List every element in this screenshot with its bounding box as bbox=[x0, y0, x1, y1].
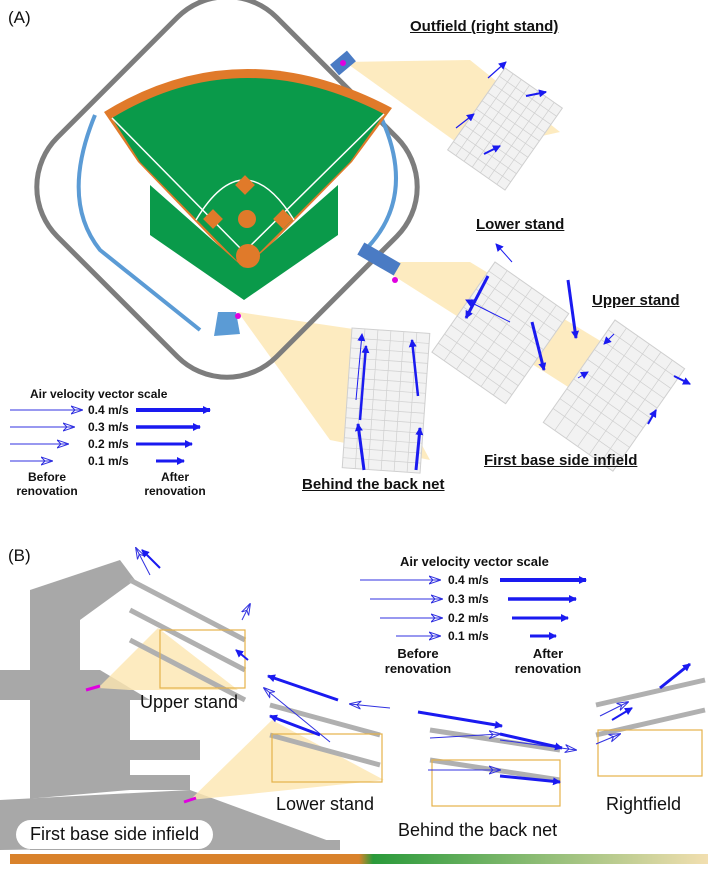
label-first-base-b: First base side infield bbox=[16, 820, 214, 849]
label-lower-stand-a: Lower stand bbox=[476, 216, 565, 233]
vector-b-upper-1 bbox=[136, 548, 151, 576]
cone-b-lower bbox=[190, 720, 384, 800]
outer-ring bbox=[34, 0, 420, 380]
vector-upper-1 bbox=[577, 371, 589, 380]
marker-back-net bbox=[235, 313, 241, 319]
scale-b-value-0: 0.4 m/s bbox=[448, 573, 489, 587]
seat-profile-rightfield bbox=[595, 677, 706, 777]
vector-back-2 bbox=[358, 345, 370, 421]
scale-a-value-3: 0.1 m/s bbox=[88, 454, 129, 468]
scale-a-value-1: 0.3 m/s bbox=[88, 420, 129, 434]
vector-back-3 bbox=[408, 339, 420, 397]
marker-outfield bbox=[340, 60, 346, 66]
marker-b-upper bbox=[85, 684, 101, 692]
vector-lower-1 bbox=[495, 243, 513, 263]
scale-a-after: After renovation bbox=[144, 470, 206, 498]
vector-upper-2 bbox=[603, 333, 615, 345]
vector-b-lower-4 bbox=[350, 704, 391, 708]
vector-b-back-2 bbox=[417, 710, 503, 729]
label-upper-stand-a: Upper stand bbox=[592, 292, 680, 309]
scale-a-title: Air velocity vector scale bbox=[30, 387, 168, 401]
first-base bbox=[273, 209, 293, 229]
vector-b-upper-4 bbox=[235, 649, 249, 661]
scale-b-title: Air velocity vector scale bbox=[400, 554, 549, 569]
scale-b-before: Before renovation bbox=[384, 646, 452, 676]
stand-silhouette bbox=[15, 560, 340, 850]
label-back-net-a: Behind the back net bbox=[302, 476, 445, 493]
vector-b-back-4 bbox=[499, 732, 563, 751]
scale-b-arrows bbox=[360, 580, 587, 636]
stand-section bbox=[0, 560, 708, 864]
label-first-base-a: First base side infield bbox=[484, 452, 638, 469]
seat-profile-upper bbox=[128, 577, 247, 703]
panel-label-b: (B) bbox=[8, 546, 31, 565]
scale-a-arrows bbox=[10, 410, 211, 461]
vector-outfield-1 bbox=[487, 61, 507, 79]
seat-grid-upper bbox=[542, 319, 686, 472]
vector-b-lower-3 bbox=[269, 714, 321, 737]
vector-b-back-3 bbox=[499, 739, 576, 750]
vector-upper-4 bbox=[647, 409, 657, 425]
vector-b-back-1 bbox=[429, 734, 500, 738]
marker-b-lower bbox=[183, 796, 197, 804]
scale-a-value-0: 0.4 m/s bbox=[88, 403, 129, 417]
vector-outfield-3 bbox=[455, 113, 475, 129]
panel-label-a: (A) bbox=[8, 8, 31, 27]
third-base bbox=[203, 209, 223, 229]
vector-lower-4 bbox=[566, 279, 580, 339]
vector-back-1 bbox=[355, 333, 366, 401]
stand-base-lower bbox=[214, 312, 240, 336]
scale-a-before: Before renovation bbox=[16, 470, 78, 498]
infield-grass bbox=[150, 185, 338, 300]
vector-outfield-4 bbox=[483, 145, 501, 155]
seat-grid-lower bbox=[431, 261, 570, 405]
outfield-grass bbox=[112, 77, 384, 268]
seat-profile-lower bbox=[269, 702, 383, 783]
home-plate-area bbox=[236, 244, 260, 268]
scale-b-after: After renovation bbox=[514, 646, 582, 676]
ground-strip bbox=[10, 854, 708, 864]
vector-upper-3 bbox=[673, 375, 691, 385]
scale-b-value-2: 0.2 m/s bbox=[448, 611, 489, 625]
seat-profile-back-net bbox=[429, 727, 561, 807]
vector-lower-3 bbox=[465, 299, 511, 323]
vector-b-right-4 bbox=[595, 734, 620, 745]
vector-b-upper-3 bbox=[242, 604, 250, 621]
vectors-panel-a bbox=[354, 61, 691, 471]
vector-b-right-2 bbox=[611, 707, 633, 721]
scale-a-value-2: 0.2 m/s bbox=[88, 437, 129, 451]
vector-back-4 bbox=[354, 423, 366, 471]
vector-b-lower-1 bbox=[267, 674, 339, 702]
scale-b-value-1: 0.3 m/s bbox=[448, 592, 489, 606]
vector-b-back-6 bbox=[499, 774, 561, 786]
marker-lower bbox=[392, 277, 398, 283]
label-outfield: Outfield (right stand) bbox=[410, 18, 559, 35]
scale-b-value-3: 0.1 m/s bbox=[448, 629, 489, 643]
vector-b-upper-2 bbox=[141, 549, 161, 569]
vector-b-right-3 bbox=[659, 662, 691, 690]
vector-back-5 bbox=[414, 427, 424, 471]
second-base bbox=[235, 175, 255, 195]
label-upper-stand-b: Upper stand bbox=[140, 692, 239, 712]
label-rightfield-b: Rightfield bbox=[606, 794, 682, 814]
vector-b-lower-2 bbox=[264, 688, 331, 743]
vector-lower-5 bbox=[530, 321, 547, 371]
stand-lower-marker bbox=[357, 242, 401, 276]
pitcher-mound bbox=[238, 210, 256, 228]
label-back-net-b: Behind the back net bbox=[398, 820, 558, 840]
vector-lower-2 bbox=[464, 275, 490, 319]
seat-grid-outfield bbox=[446, 67, 564, 191]
vector-outfield-2 bbox=[525, 89, 547, 98]
blue-ring bbox=[76, 114, 398, 332]
vector-b-right-1 bbox=[599, 702, 628, 717]
label-lower-stand-b: Lower stand bbox=[276, 794, 375, 814]
vectors-panel-b bbox=[136, 548, 691, 786]
